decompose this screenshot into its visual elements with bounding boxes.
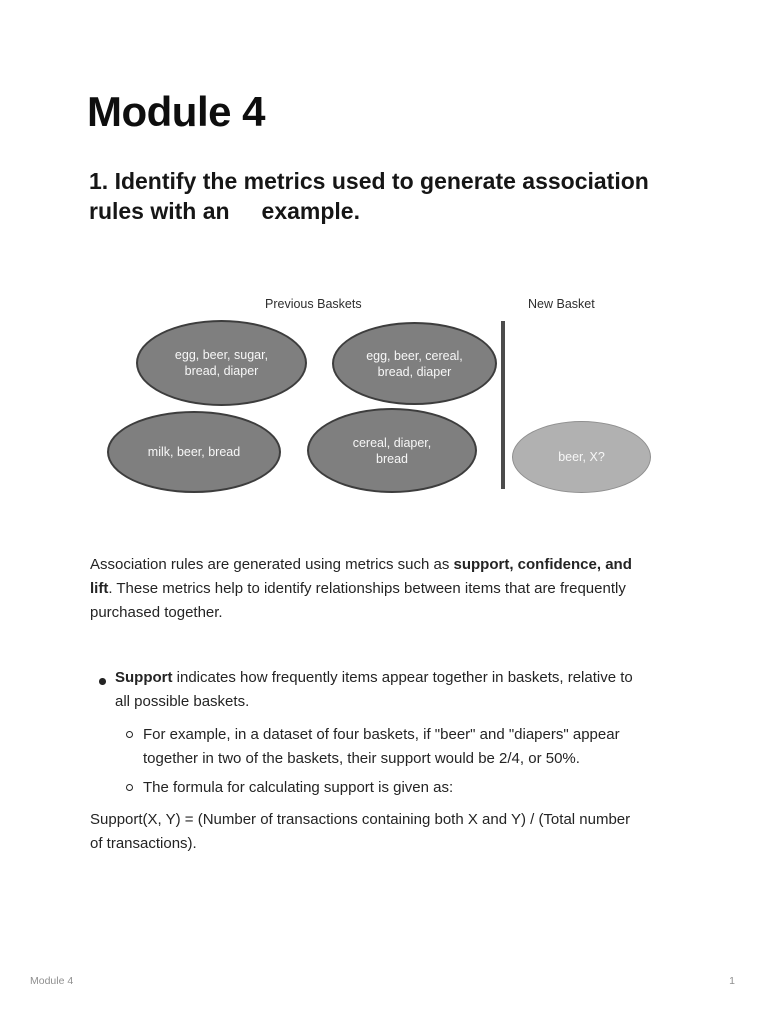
sub-bullet-formula-intro-text: The formula for calculating support is g…	[143, 779, 454, 796]
formula-line1: Support(X, Y) = (Number of transactions …	[90, 811, 631, 828]
basket-ellipse-milk-beer-bread: milk, beer, bread	[107, 411, 281, 493]
diagram-label-previous-baskets: Previous Baskets	[265, 297, 362, 311]
sub-bullet-formula-intro: The formula for calculating support is g…	[143, 776, 453, 800]
basket-ellipse-new-beer-x: beer, X?	[512, 421, 651, 493]
sub-bullet-circle-icon	[126, 784, 133, 791]
intro-line1-normal: Association rules are generated using me…	[90, 556, 454, 573]
sub-bullet-example-line2: together in two of the baskets, their su…	[143, 750, 580, 767]
page-title: Module 4	[87, 88, 266, 135]
bullet-support-rest: indicates how frequently items appear to…	[172, 669, 633, 686]
bullet-dot-icon	[99, 678, 106, 685]
footer-document-name: Module 4	[30, 975, 74, 987]
basket-text-line: bread	[376, 451, 408, 466]
sub-bullet-example: For example, in a dataset of four basket…	[143, 723, 620, 771]
bullet-support-term: Support	[115, 669, 173, 686]
basket-text-line: cereal, diaper,	[352, 435, 432, 450]
intro-line1-bold: support, confidence, and	[453, 556, 632, 573]
question-heading-line2: rules with an example.	[89, 198, 360, 224]
diagram-divider-line	[501, 321, 505, 489]
bullet-support: Support indicates how frequently items a…	[115, 666, 633, 714]
basket-text-line: beer, X?	[558, 450, 605, 464]
basket-ellipse-cereal-diaper-bread: cereal, diaper, bread	[307, 408, 477, 493]
support-formula-paragraph: Support(X, Y) = (Number of transactions …	[90, 808, 630, 856]
footer-page-number: 1	[729, 975, 735, 987]
bullet-support-line2: all possible baskets.	[115, 693, 250, 710]
basket-text-line: milk, beer, bread	[147, 445, 241, 459]
basket-text-line: egg, beer, sugar,	[174, 348, 269, 362]
question-heading-line1: 1. Identify the metrics used to generate…	[89, 168, 649, 194]
basket-text-line: bread, diaper	[184, 364, 259, 378]
formula-line2: of transactions).	[90, 835, 197, 852]
basket-text-line: egg, beer, cereal,	[366, 348, 463, 363]
basket-ellipse-egg-beer-cereal: egg, beer, cereal, bread, diaper	[332, 322, 497, 405]
basket-text-line: bread, diaper	[377, 364, 452, 379]
intro-paragraph: Association rules are generated using me…	[90, 553, 632, 625]
sub-bullet-example-line1: For example, in a dataset of four basket…	[143, 726, 620, 743]
basket-ellipse-egg-beer-sugar: egg, beer, sugar, bread, diaper	[136, 320, 307, 406]
intro-line2-bold: lift	[90, 580, 109, 597]
question-heading: 1. Identify the metrics used to generate…	[89, 166, 649, 226]
intro-line2-normal: . These metrics help to identify relatio…	[108, 580, 626, 597]
sub-bullet-circle-icon	[126, 731, 133, 738]
diagram-label-new-basket: New Basket	[528, 297, 595, 311]
intro-line3: purchased together.	[90, 604, 223, 621]
